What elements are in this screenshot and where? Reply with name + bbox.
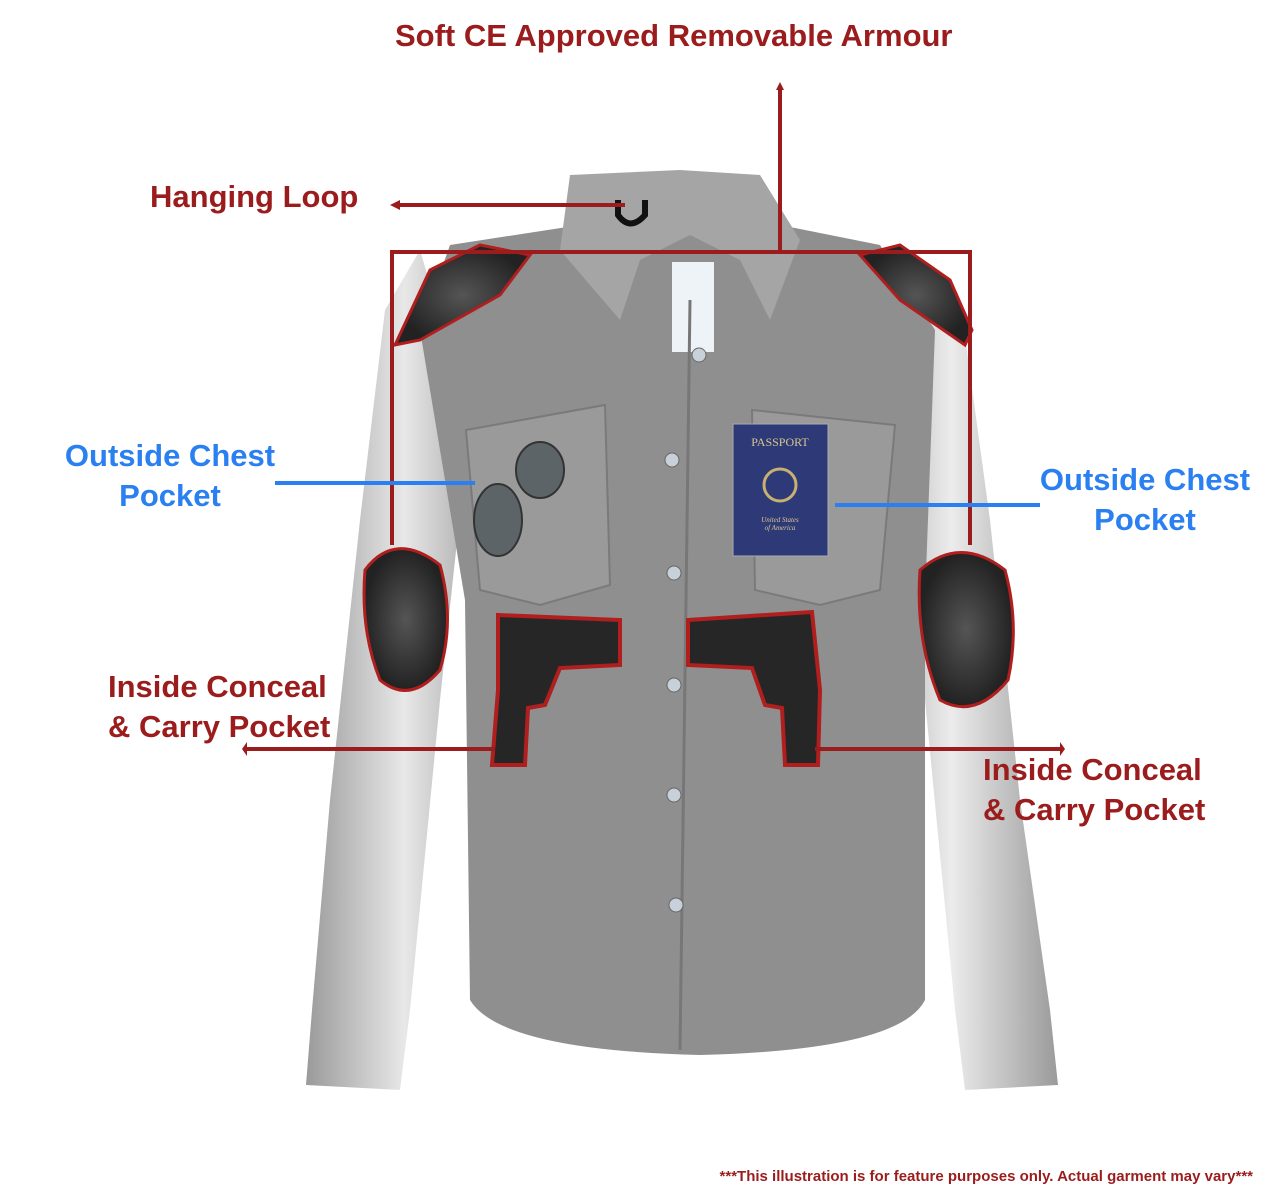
callout-lines-blue — [275, 481, 1040, 507]
label-line: & Carry Pocket — [108, 709, 331, 744]
label-line: Pocket — [1094, 502, 1196, 537]
label-line: & Carry Pocket — [983, 792, 1206, 827]
label-line: Inside Conceal — [983, 752, 1202, 787]
right-pistol-icon — [686, 609, 823, 767]
armour-label: Soft CE Approved Removable Armour — [395, 18, 953, 53]
outside-chest-pocket-left-label: Outside Chest Pocket — [40, 436, 300, 516]
passport-subtitle-2: of America — [765, 524, 796, 532]
inside-conceal-pocket-left-label: Inside Conceal & Carry Pocket — [108, 667, 330, 747]
sunglasses — [473, 441, 565, 557]
hanging-loop-label: Hanging Loop — [150, 179, 359, 214]
left-elbow-armour — [362, 547, 449, 692]
label-line: Outside Chest — [64, 438, 276, 473]
right-elbow-armour — [917, 551, 1015, 709]
outside-chest-pocket-right-label: Outside Chest Pocket — [1015, 460, 1275, 540]
inner-label — [672, 262, 714, 352]
passport-title: PASSPORT — [751, 435, 809, 449]
hanging-loop-icon — [615, 200, 648, 227]
label-line: Inside Conceal — [108, 669, 327, 704]
label-line: Outside Chest — [1039, 462, 1251, 497]
inside-conceal-pocket-right-label: Inside Conceal & Carry Pocket — [983, 750, 1205, 830]
callout-lines-red — [245, 86, 1062, 751]
disclaimer: ***This illustration is for feature purp… — [719, 1168, 1253, 1185]
label-line: Pocket — [119, 478, 221, 513]
eagle-seal-icon — [762, 467, 798, 503]
left-shoulder-armour — [392, 243, 533, 348]
left-pistol-icon — [489, 612, 622, 767]
passport-subtitle-1: United States — [761, 516, 799, 524]
passport — [732, 423, 829, 557]
